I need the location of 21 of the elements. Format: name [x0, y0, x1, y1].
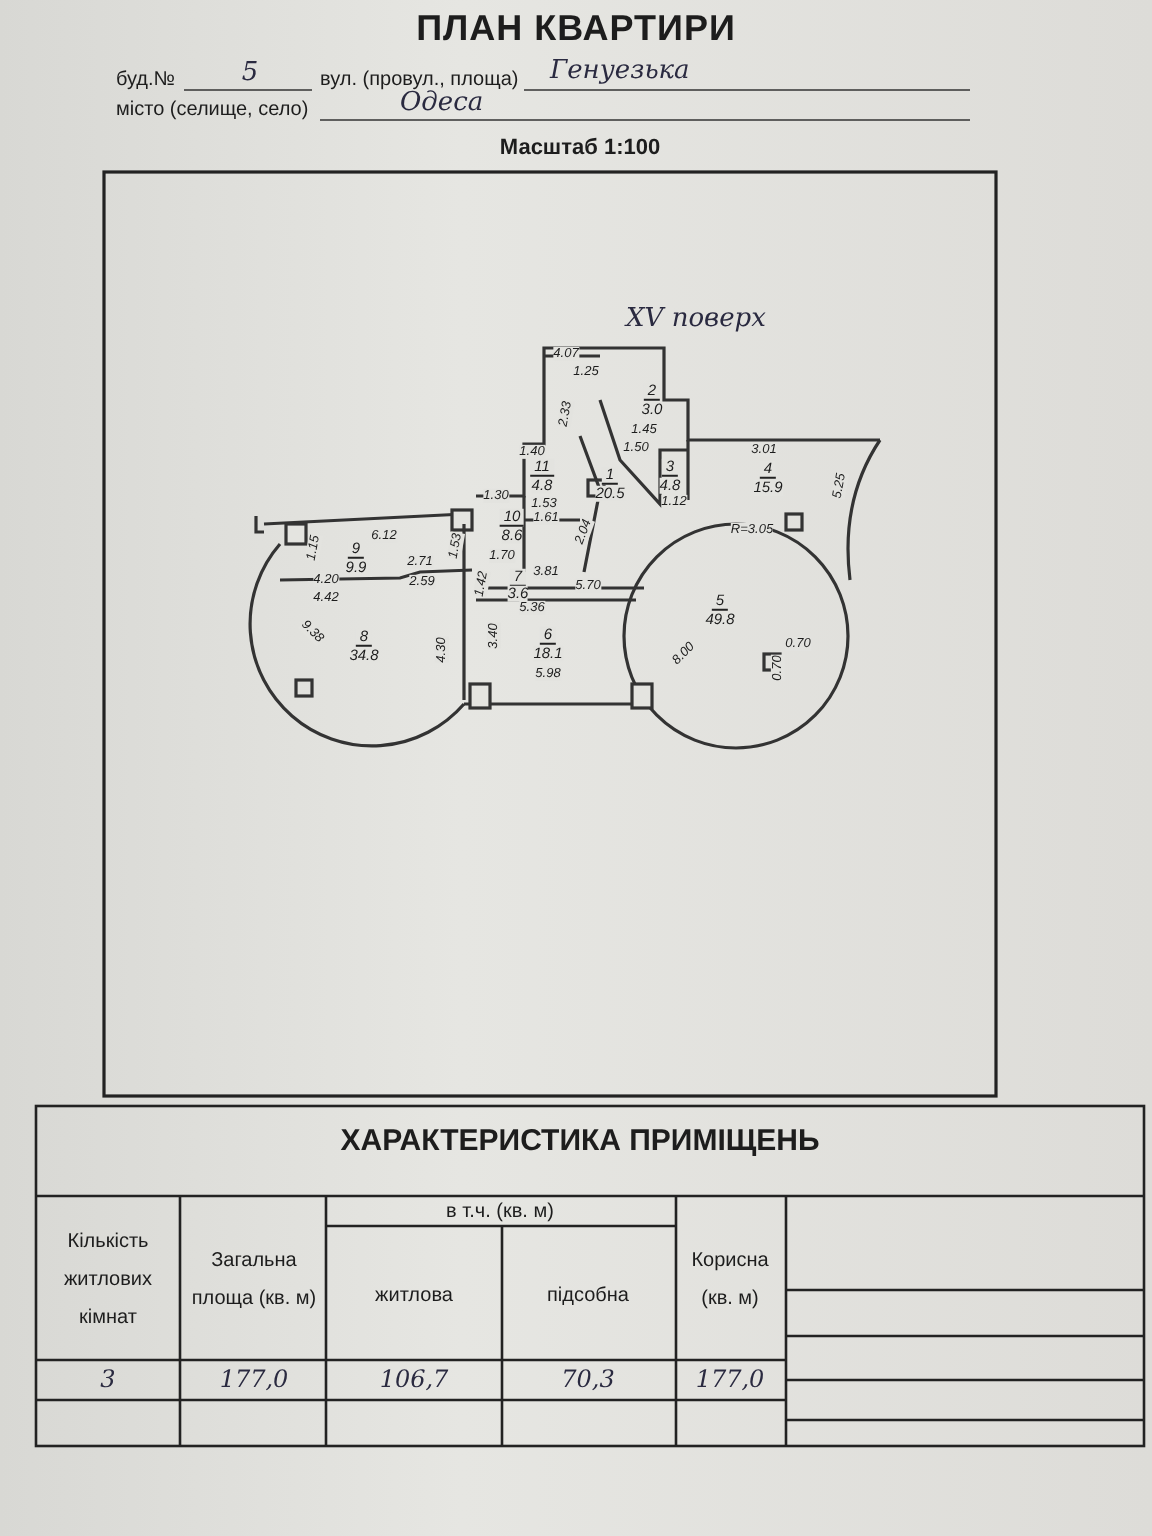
- column-header: Корисна (кв. м): [689, 1248, 771, 1314]
- handwritten-entry: Генуезька: [550, 57, 690, 87]
- form-label: вул. (провул., площа): [320, 69, 519, 91]
- column-header: підсобна: [547, 1283, 629, 1311]
- scale-label: Масштаб 1:100: [499, 135, 661, 161]
- column-header: Загальна площа (кв. м): [189, 1248, 319, 1314]
- form-label: місто (селище, село): [116, 99, 309, 121]
- table-value: 106,7: [379, 1366, 449, 1394]
- column-header: Кількість житлових кімнат: [61, 1229, 155, 1333]
- table-value: 3: [100, 1366, 116, 1394]
- column-header: житлова: [375, 1283, 453, 1311]
- table-value: 177,0: [219, 1366, 289, 1394]
- handwritten-entry: XV поверх: [626, 305, 766, 335]
- handwritten-entry: Одеса: [400, 89, 484, 119]
- table-value: 177,0: [695, 1366, 765, 1394]
- page-title: ПЛАН КВАРТИРИ: [414, 8, 738, 50]
- table-heading: ХАРАКТЕРИСТИКА ПРИМІЩЕНЬ: [340, 1125, 820, 1159]
- form-label: буд.№: [116, 69, 176, 91]
- table-value: 70,3: [561, 1366, 615, 1394]
- column-header: в т.ч. (кв. м): [446, 1199, 554, 1227]
- handwritten-entry: 5: [241, 59, 259, 89]
